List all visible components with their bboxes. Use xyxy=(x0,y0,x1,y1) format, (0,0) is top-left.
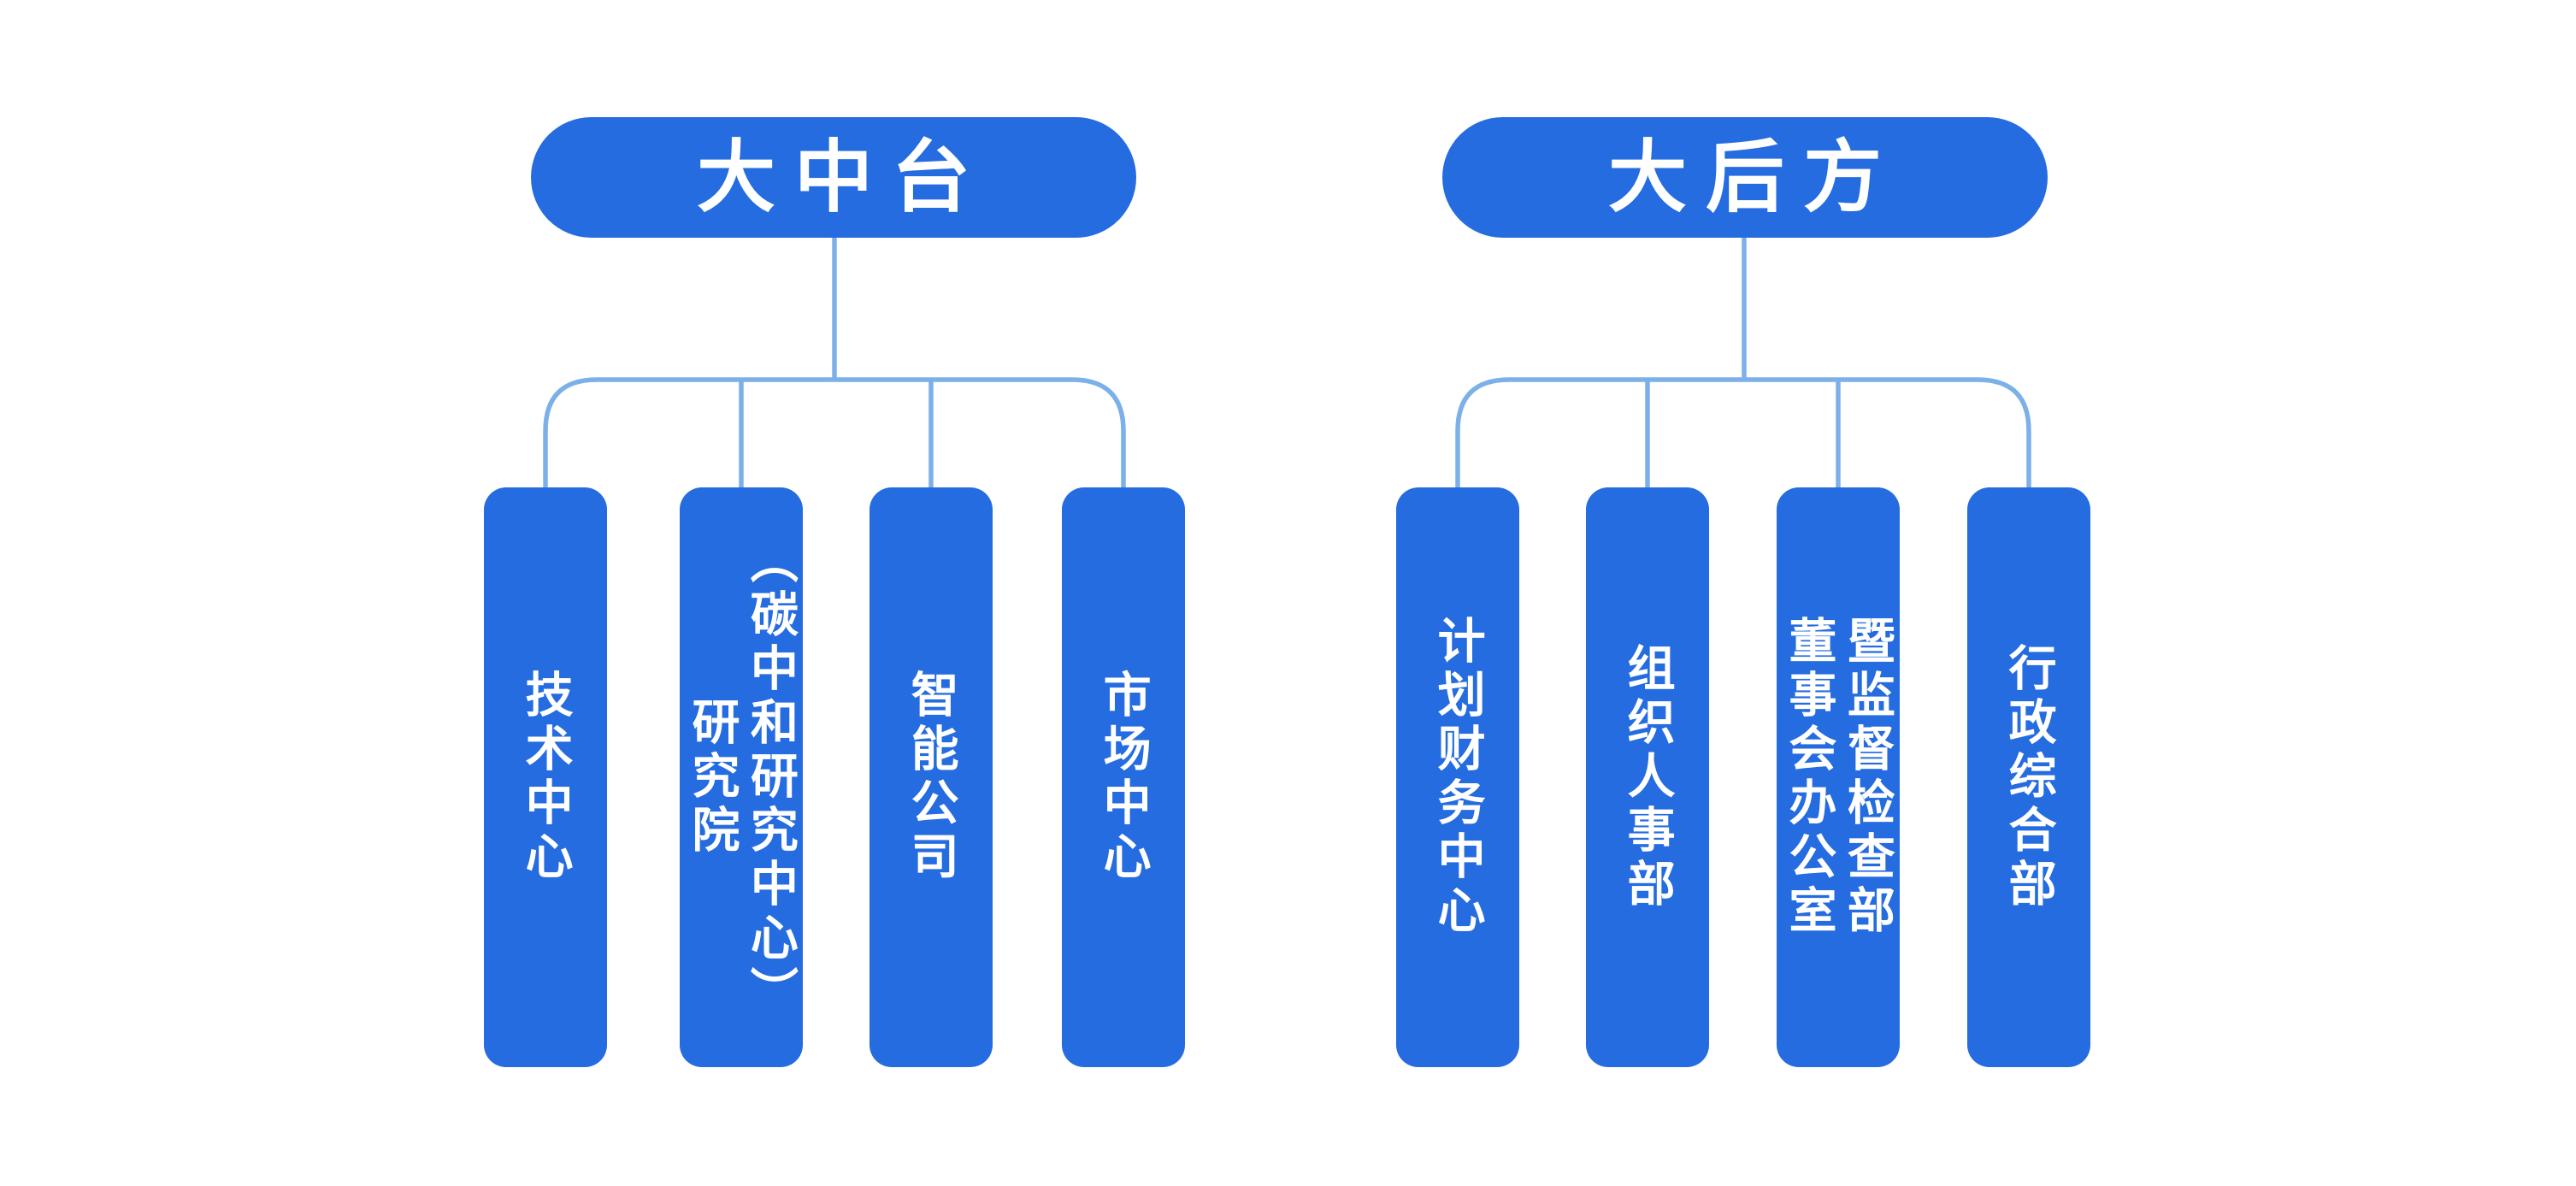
child-node-dongshihui-bangongshi[interactable]: 董事会办公室 暨监督检查部 xyxy=(1777,487,1900,1067)
connector-branch-rail xyxy=(543,377,1126,487)
child-node-label: 计划财务中心 xyxy=(1431,616,1486,939)
child-node-zhineng-gongsi[interactable]: 智能公司 xyxy=(869,487,993,1067)
child-node-jishu-zhongxin[interactable]: 技术中心 xyxy=(484,487,607,1067)
child-node-label: 市场中心 xyxy=(1097,670,1152,885)
child-node-label: 智能公司 xyxy=(905,670,959,885)
child-node-zuzhi-renshi-bu[interactable]: 组织人事部 xyxy=(1586,487,1709,1067)
child-node-yanjiuyuan[interactable]: 研究院 （碳中和研究中心） xyxy=(680,487,803,1067)
child-node-label: 董事会办公室 暨监督检查部 xyxy=(1783,616,1895,939)
child-node-shichang-zhongxin[interactable]: 市场中心 xyxy=(1062,487,1185,1067)
parent-node-dahoufang[interactable]: 大后方 xyxy=(1442,117,2048,238)
child-node-xingzheng-zonghe-bu[interactable]: 行政综合部 xyxy=(1967,487,2090,1067)
child-node-label: 行政综合部 xyxy=(2002,642,2057,912)
parent-node-label: 大后方 xyxy=(1607,133,1901,221)
parent-node-label: 大中台 xyxy=(696,133,989,221)
child-node-label: 技术中心 xyxy=(519,670,574,885)
connector-group-left xyxy=(543,238,1126,487)
child-node-label: 研究院 （碳中和研究中心） xyxy=(686,534,799,1020)
child-node-label: 组织人事部 xyxy=(1621,642,1676,912)
connector-branch-rail xyxy=(1455,377,2031,487)
connector-group-right xyxy=(1455,238,2031,487)
parent-node-dazhongtai[interactable]: 大中台 xyxy=(531,117,1136,238)
child-node-jihua-caiwu-zhongxin[interactable]: 计划财务中心 xyxy=(1396,487,1519,1067)
